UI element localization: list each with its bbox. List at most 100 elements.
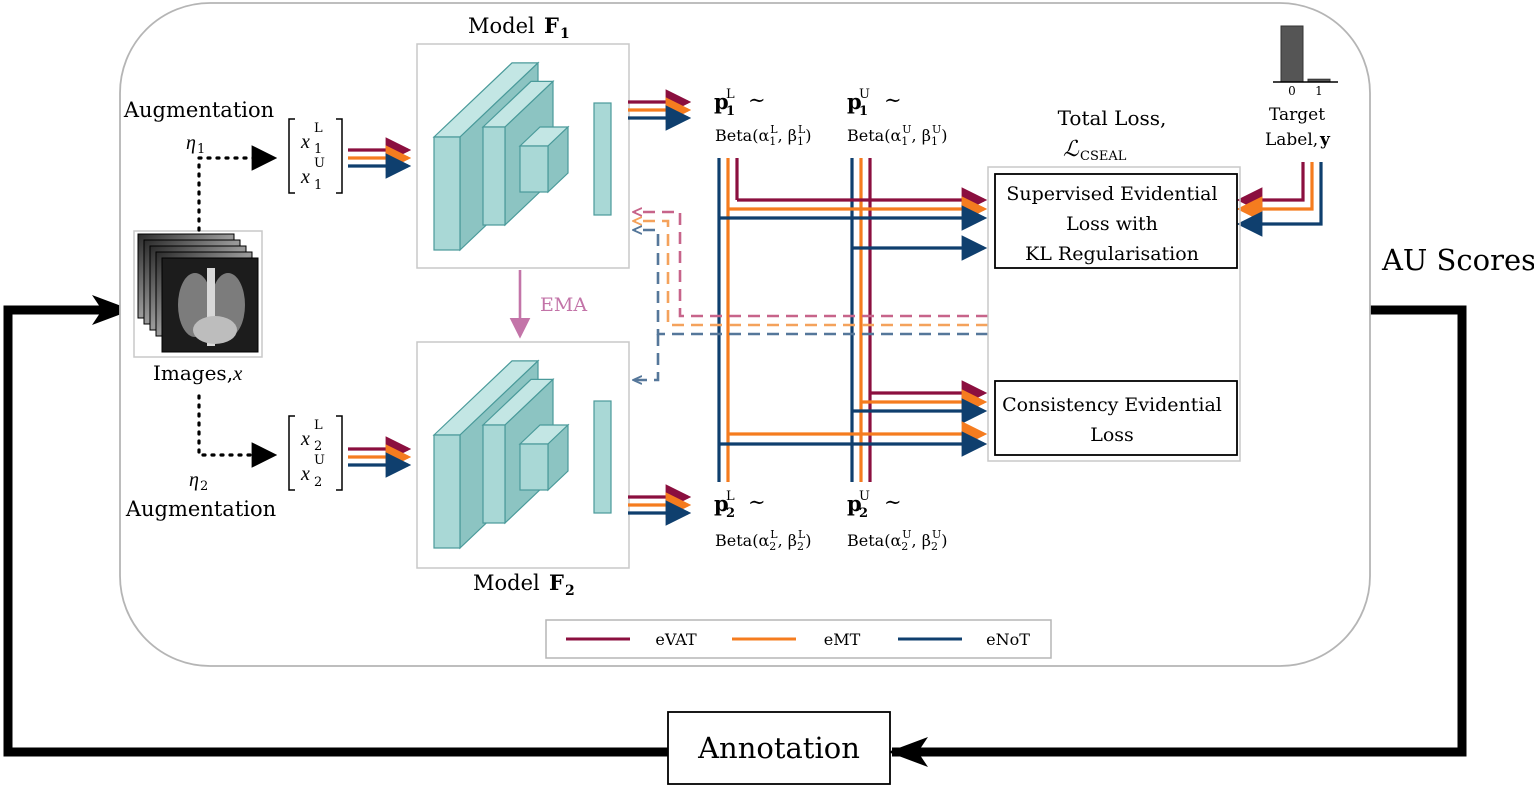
x2-label-sup: L [314, 418, 323, 433]
p2L-label: p 2 L ∼ [714, 489, 766, 521]
model1-title: Model [468, 14, 535, 38]
consistency-loss-line2: Loss [1090, 424, 1134, 446]
supervised-loss-box: Supervised Evidential Loss with KL Regul… [994, 173, 1238, 269]
target-label-variable: y [1319, 130, 1331, 150]
x1-unlabeled-sub: 1 [314, 178, 322, 193]
annotation-box: Annotation [667, 711, 891, 785]
ema-arrow: EMA [509, 270, 587, 339]
svg-text:Beta(α1L, β1L): Beta(α1L, β1L) [715, 123, 812, 148]
target-emt [1236, 162, 1314, 222]
eta2-subscript: 2 [200, 479, 208, 494]
images-variable: x [232, 361, 243, 385]
x2-label-symbol: x [300, 428, 310, 450]
target-enot [1236, 162, 1323, 237]
target-label-line1: Target [1269, 105, 1325, 125]
beta2L-label: Beta(α2L, β2L) [715, 528, 812, 553]
histogram-tick-0: 0 [1288, 84, 1296, 98]
p2U-superscript: U [859, 489, 870, 504]
model2-symbol: F [549, 570, 564, 595]
total-loss-symbol: ℒ [1063, 136, 1080, 161]
augmentation-arrows [197, 145, 278, 468]
net2-conv2-front [482, 424, 506, 524]
dashed-evat [634, 212, 988, 318]
net2-fc [593, 400, 612, 514]
net1-conv3-front [519, 145, 549, 193]
supervised-loss-line3: KL Regularisation [1025, 243, 1199, 265]
model2-subscript: 2 [565, 583, 575, 599]
p2U-label: p 2 U ∼ [847, 489, 902, 521]
p2L-symbol: p [714, 491, 729, 516]
histogram-tick-1: 1 [1315, 84, 1323, 98]
dashed-enot [634, 230, 988, 336]
svg-text:Beta(α1U, β1U): Beta(α1U, β1U) [847, 123, 947, 148]
model1-symbol: F [544, 13, 559, 38]
x2-unlabeled-sub: 2 [314, 475, 322, 490]
net1-conv1-front [433, 136, 461, 251]
supervised-loss-line2: Loss with [1066, 213, 1158, 235]
p2U-subscript: 2 [859, 506, 868, 521]
dashed-emt [634, 221, 988, 327]
p1L-subscript: 1 [726, 104, 735, 119]
consistency-loss-box: Consistency Evidential Loss [994, 380, 1238, 456]
p2L-superscript: L [726, 489, 735, 504]
p2L-subscript: 2 [726, 506, 735, 521]
au-scores-label: AU Scores [1381, 243, 1534, 277]
total-loss-subscript: CSEAL [1080, 149, 1127, 164]
model2-title: Model [473, 571, 540, 595]
p1L-superscript: L [726, 87, 735, 102]
p2U-tilde: ∼ [884, 490, 902, 514]
pipeline-container [119, 2, 1371, 667]
beta1U-label: Beta(α1U, β1U) [847, 123, 947, 148]
x1-label-symbol: x [300, 131, 310, 153]
flow-lines [348, 89, 1323, 526]
p1L-tilde: ∼ [748, 88, 766, 112]
x1-label-sup: L [314, 121, 323, 136]
legend-label-eMT: eMT [824, 630, 861, 649]
svg-text:Beta(α2U, β2U): Beta(α2U, β2U) [847, 528, 947, 553]
annotation-label: Annotation [697, 731, 860, 765]
eta1-subscript: 1 [197, 142, 205, 157]
x1-unlabeled-symbol: x [300, 166, 310, 188]
feedback-loop [3, 295, 1467, 767]
x2-unlabeled-sup: U [314, 453, 325, 468]
dashed-enot-model2 [634, 334, 660, 380]
legend-label-eVAT: eVAT [655, 630, 697, 649]
net1-conv2-front [482, 126, 506, 226]
p1U-label: p 1 U ∼ [847, 87, 902, 119]
x2-unlabeled-symbol: x [300, 463, 310, 485]
images-stack [133, 230, 263, 358]
x1-label-sub: 1 [314, 142, 322, 157]
p2U-symbol: p [847, 491, 862, 516]
x2-label-sub: 2 [314, 439, 322, 454]
model1-network [416, 43, 630, 269]
augmentation-bottom-label: Augmentation [125, 497, 276, 521]
model2-network [416, 341, 630, 569]
p2L-tilde: ∼ [748, 490, 766, 514]
legend-label-eNoT: eNoT [986, 630, 1030, 649]
consistency-loss-line1: Consistency Evidential [1002, 394, 1222, 416]
beta1L-label: Beta(α1L, β1L) [715, 123, 812, 148]
eta2-symbol: η [189, 469, 199, 491]
model1-subscript: 1 [560, 26, 570, 42]
total-loss-title: Total Loss, [1058, 106, 1167, 130]
ema-label: EMA [540, 294, 587, 316]
p1U-symbol: p [847, 89, 862, 114]
p1L-label: p 1 L ∼ [714, 87, 766, 119]
input-vector-top: x L 1 x U 1 [288, 118, 343, 194]
beta2U-label: Beta(α2U, β2U) [847, 528, 947, 553]
histogram-bar-0 [1280, 25, 1304, 83]
legend: eVAT eMT eNoT [545, 619, 1052, 659]
x1-unlabeled-sup: U [314, 156, 325, 171]
net2-conv1-front [433, 434, 461, 549]
input-vector-bottom: x L 2 x U 2 [288, 415, 343, 491]
total-loss-panel [987, 166, 1241, 462]
eta1-symbol: η [186, 132, 196, 154]
p1L-symbol: p [714, 89, 729, 114]
svg-text:Beta(α2L, β2L): Beta(α2L, β2L) [715, 528, 812, 553]
net2-conv3-front [519, 443, 549, 491]
net1-fc [593, 102, 612, 216]
images-caption: Images, [153, 361, 233, 385]
p1U-superscript: U [859, 87, 870, 102]
